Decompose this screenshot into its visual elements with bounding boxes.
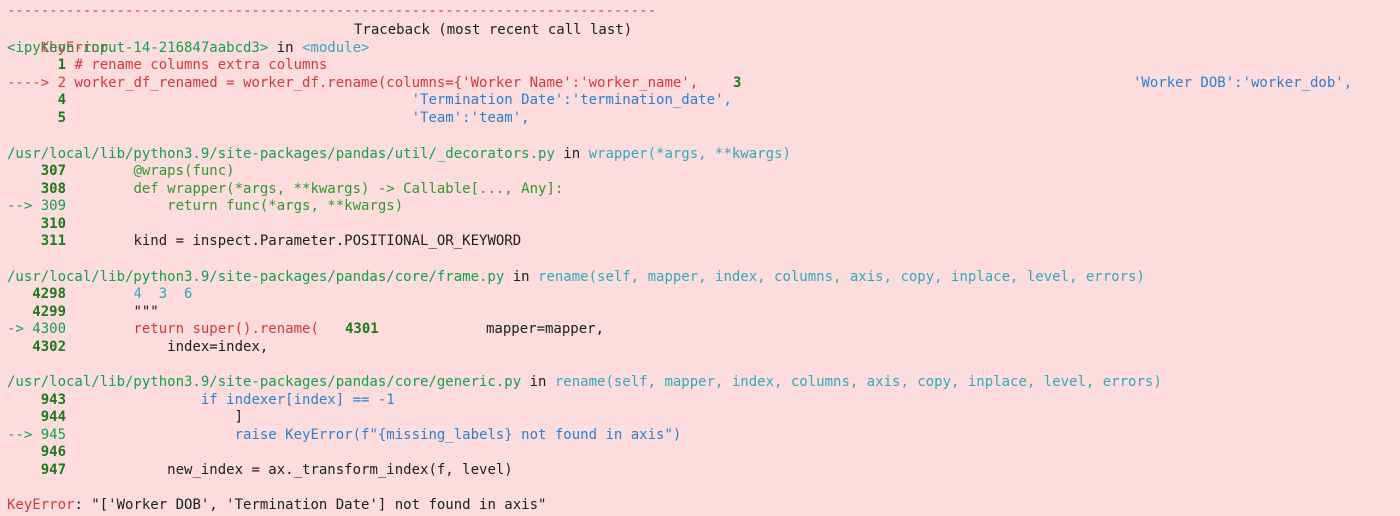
code-line-current: -> 4300 return super().rename( (7, 320, 319, 338)
line-number: 308 (7, 181, 67, 197)
code-text: kind = inspect.Parameter.POSITIONAL_OR_K… (66, 233, 522, 249)
line-number: 307 (7, 163, 67, 179)
frame-0-file: <ipython-input-14-216847aabcd3> (7, 40, 269, 56)
code-line: 308 def wrapper(*args, **kwargs) -> Call… (7, 180, 564, 198)
code-line: 310 (7, 215, 66, 233)
final-error-type: KeyError (7, 497, 75, 513)
code-text: 'Worker DOB':'worker_dob', (1133, 75, 1353, 91)
line-number: 3 (733, 75, 742, 91)
frame-2-func: rename(self, mapper, index, columns, axi… (538, 269, 1145, 285)
code-line-current: ----> 2 worker_df_renamed = worker_df.re… (7, 74, 698, 92)
code-line: 5 'Team':'team', (7, 109, 530, 127)
line-number: 4299 (7, 304, 67, 320)
frame-3-header: /usr/local/lib/python3.9/site-packages/p… (7, 373, 1162, 391)
code-text: @wraps(func) (66, 163, 235, 179)
frame-0-header: <ipython-input-14-216847aabcd3> in <modu… (7, 39, 369, 57)
current-line-arrow: --> 945 (7, 427, 67, 443)
code-text: return super().rename( (66, 321, 319, 337)
code-text: return func(*args, **kwargs) (66, 198, 404, 214)
code-text: mapper=mapper, (486, 321, 605, 337)
frame-3-file: /usr/local/lib/python3.9/site-packages/p… (7, 374, 522, 390)
code-line: 944 ] (7, 408, 243, 426)
frame-1-func: wrapper(*args, **kwargs) (588, 146, 791, 162)
traceback-header: KeyError (7, 21, 108, 56)
in-label: in (504, 269, 539, 285)
line-number: 4301 (345, 321, 379, 337)
code-comment: # rename columns extra columns (66, 57, 328, 73)
in-label: in (554, 146, 589, 162)
code-text: 4 3 6 (66, 286, 193, 302)
line-number: 947 (7, 462, 67, 478)
final-error-line: KeyError: "['Worker DOB', 'Termination D… (7, 496, 546, 514)
line-number: 4302 (7, 339, 67, 355)
final-error-message: : "['Worker DOB', 'Termination Date'] no… (74, 497, 547, 513)
code-line: 311 kind = inspect.Parameter.POSITIONAL_… (7, 232, 521, 250)
code-line: 946 (7, 443, 66, 461)
code-text: 'Team':'team', (66, 110, 530, 126)
code-text: """ (66, 304, 159, 320)
code-text: index=index, (66, 339, 269, 355)
code-line-current: --> 945 raise KeyError(f"{missing_labels… (7, 426, 681, 444)
line-number: 4298 (7, 286, 67, 302)
code-line: 947 new_index = ax._transform_index(f, l… (7, 461, 513, 479)
in-label: in (521, 374, 555, 390)
frame-1-header: /usr/local/lib/python3.9/site-packages/p… (7, 145, 791, 163)
frame-0-func: <module> (302, 40, 370, 56)
frame-2-file: /usr/local/lib/python3.9/site-packages/p… (7, 269, 505, 285)
line-number: 311 (7, 233, 67, 249)
code-line: 4298 4 3 6 (7, 285, 192, 303)
code-text: 'Termination Date':'termination_date', (66, 92, 732, 108)
current-line-arrow: ----> 2 (7, 75, 67, 91)
code-line: 307 @wraps(func) (7, 162, 235, 180)
code-line: 4 'Termination Date':'termination_date', (7, 91, 732, 109)
code-line-current: --> 309 return func(*args, **kwargs) (7, 197, 403, 215)
line-number: 1 (7, 57, 67, 73)
code-text: ] (66, 409, 244, 425)
code-line: 1 # rename columns extra columns (7, 56, 328, 74)
line-number: 946 (7, 444, 67, 460)
current-line-arrow: --> 309 (7, 198, 67, 214)
separator-line: ----------------------------------------… (7, 3, 657, 19)
in-label: in (268, 40, 303, 56)
frame-3-func: rename(self, mapper, index, columns, axi… (554, 374, 1162, 390)
code-line: 943 if indexer[index] == -1 (7, 391, 395, 409)
line-number: 5 (7, 110, 67, 126)
line-number: 944 (7, 409, 67, 425)
line-number: 310 (7, 216, 67, 232)
line-number: 943 (7, 392, 67, 408)
line-number: 4 (7, 92, 67, 108)
code-text: worker_df_renamed = worker_df.rename(col… (66, 75, 699, 91)
code-line: 4302 index=index, (7, 338, 268, 356)
traceback-title: Traceback (most recent call last) (354, 22, 633, 38)
code-text: if indexer[index] == -1 (66, 392, 395, 408)
code-text: raise KeyError(f"{missing_labels} not fo… (66, 427, 682, 443)
error-type: KeyError (40, 40, 109, 56)
frame-1-file: /usr/local/lib/python3.9/site-packages/p… (7, 146, 555, 162)
code-line: 4299 """ (7, 303, 159, 321)
frame-2-header: /usr/local/lib/python3.9/site-packages/p… (7, 268, 1145, 286)
code-text: def wrapper(*args, **kwargs) -> Callable… (66, 181, 564, 197)
current-line-arrow: -> 4300 (7, 321, 67, 337)
code-text: new_index = ax._transform_index(f, level… (66, 462, 513, 478)
